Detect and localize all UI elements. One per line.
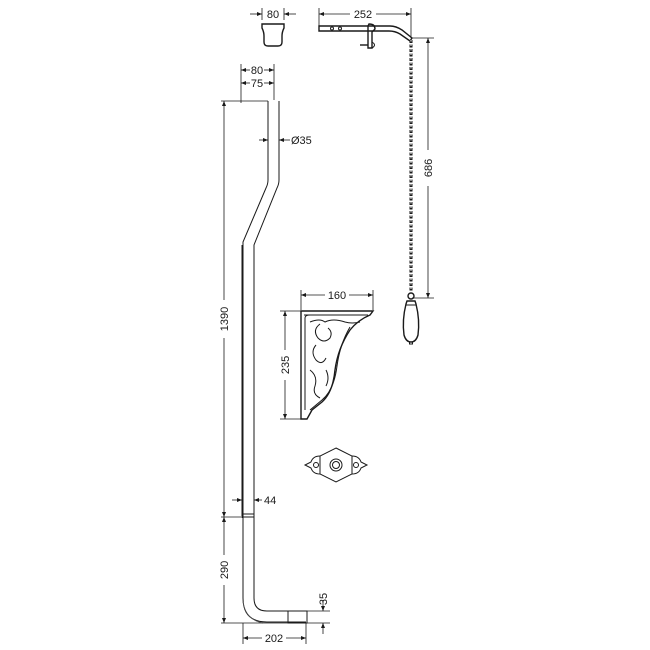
bottom-length-label: 202	[265, 633, 283, 645]
pipe-offset-inner-label: 75	[251, 78, 263, 90]
pipe-offset-outer-label: 80	[251, 65, 263, 77]
joint-width-label: 44	[264, 495, 276, 507]
cistern-bracket: 160 235	[280, 290, 375, 420]
wall-plate	[303, 447, 369, 483]
lever-arm: 252	[318, 8, 413, 49]
lever-length-label: 252	[354, 9, 372, 21]
flush-cap: 80	[250, 8, 296, 47]
pipe-diameter-label: Ø35	[291, 135, 312, 147]
pipe-height-label: 1390	[219, 307, 231, 331]
bottom-outlet-label: 35	[318, 593, 330, 605]
flush-pipe: 80 75 1390 Ø35 44	[219, 64, 330, 645]
lower-height-label: 290	[219, 561, 231, 579]
bracket-width-label: 160	[328, 290, 346, 302]
pull-chain: 686	[402, 37, 435, 345]
chain-length-label: 686	[423, 159, 435, 177]
bracket-height-label: 235	[280, 356, 292, 374]
cap-width-label: 80	[267, 9, 279, 21]
